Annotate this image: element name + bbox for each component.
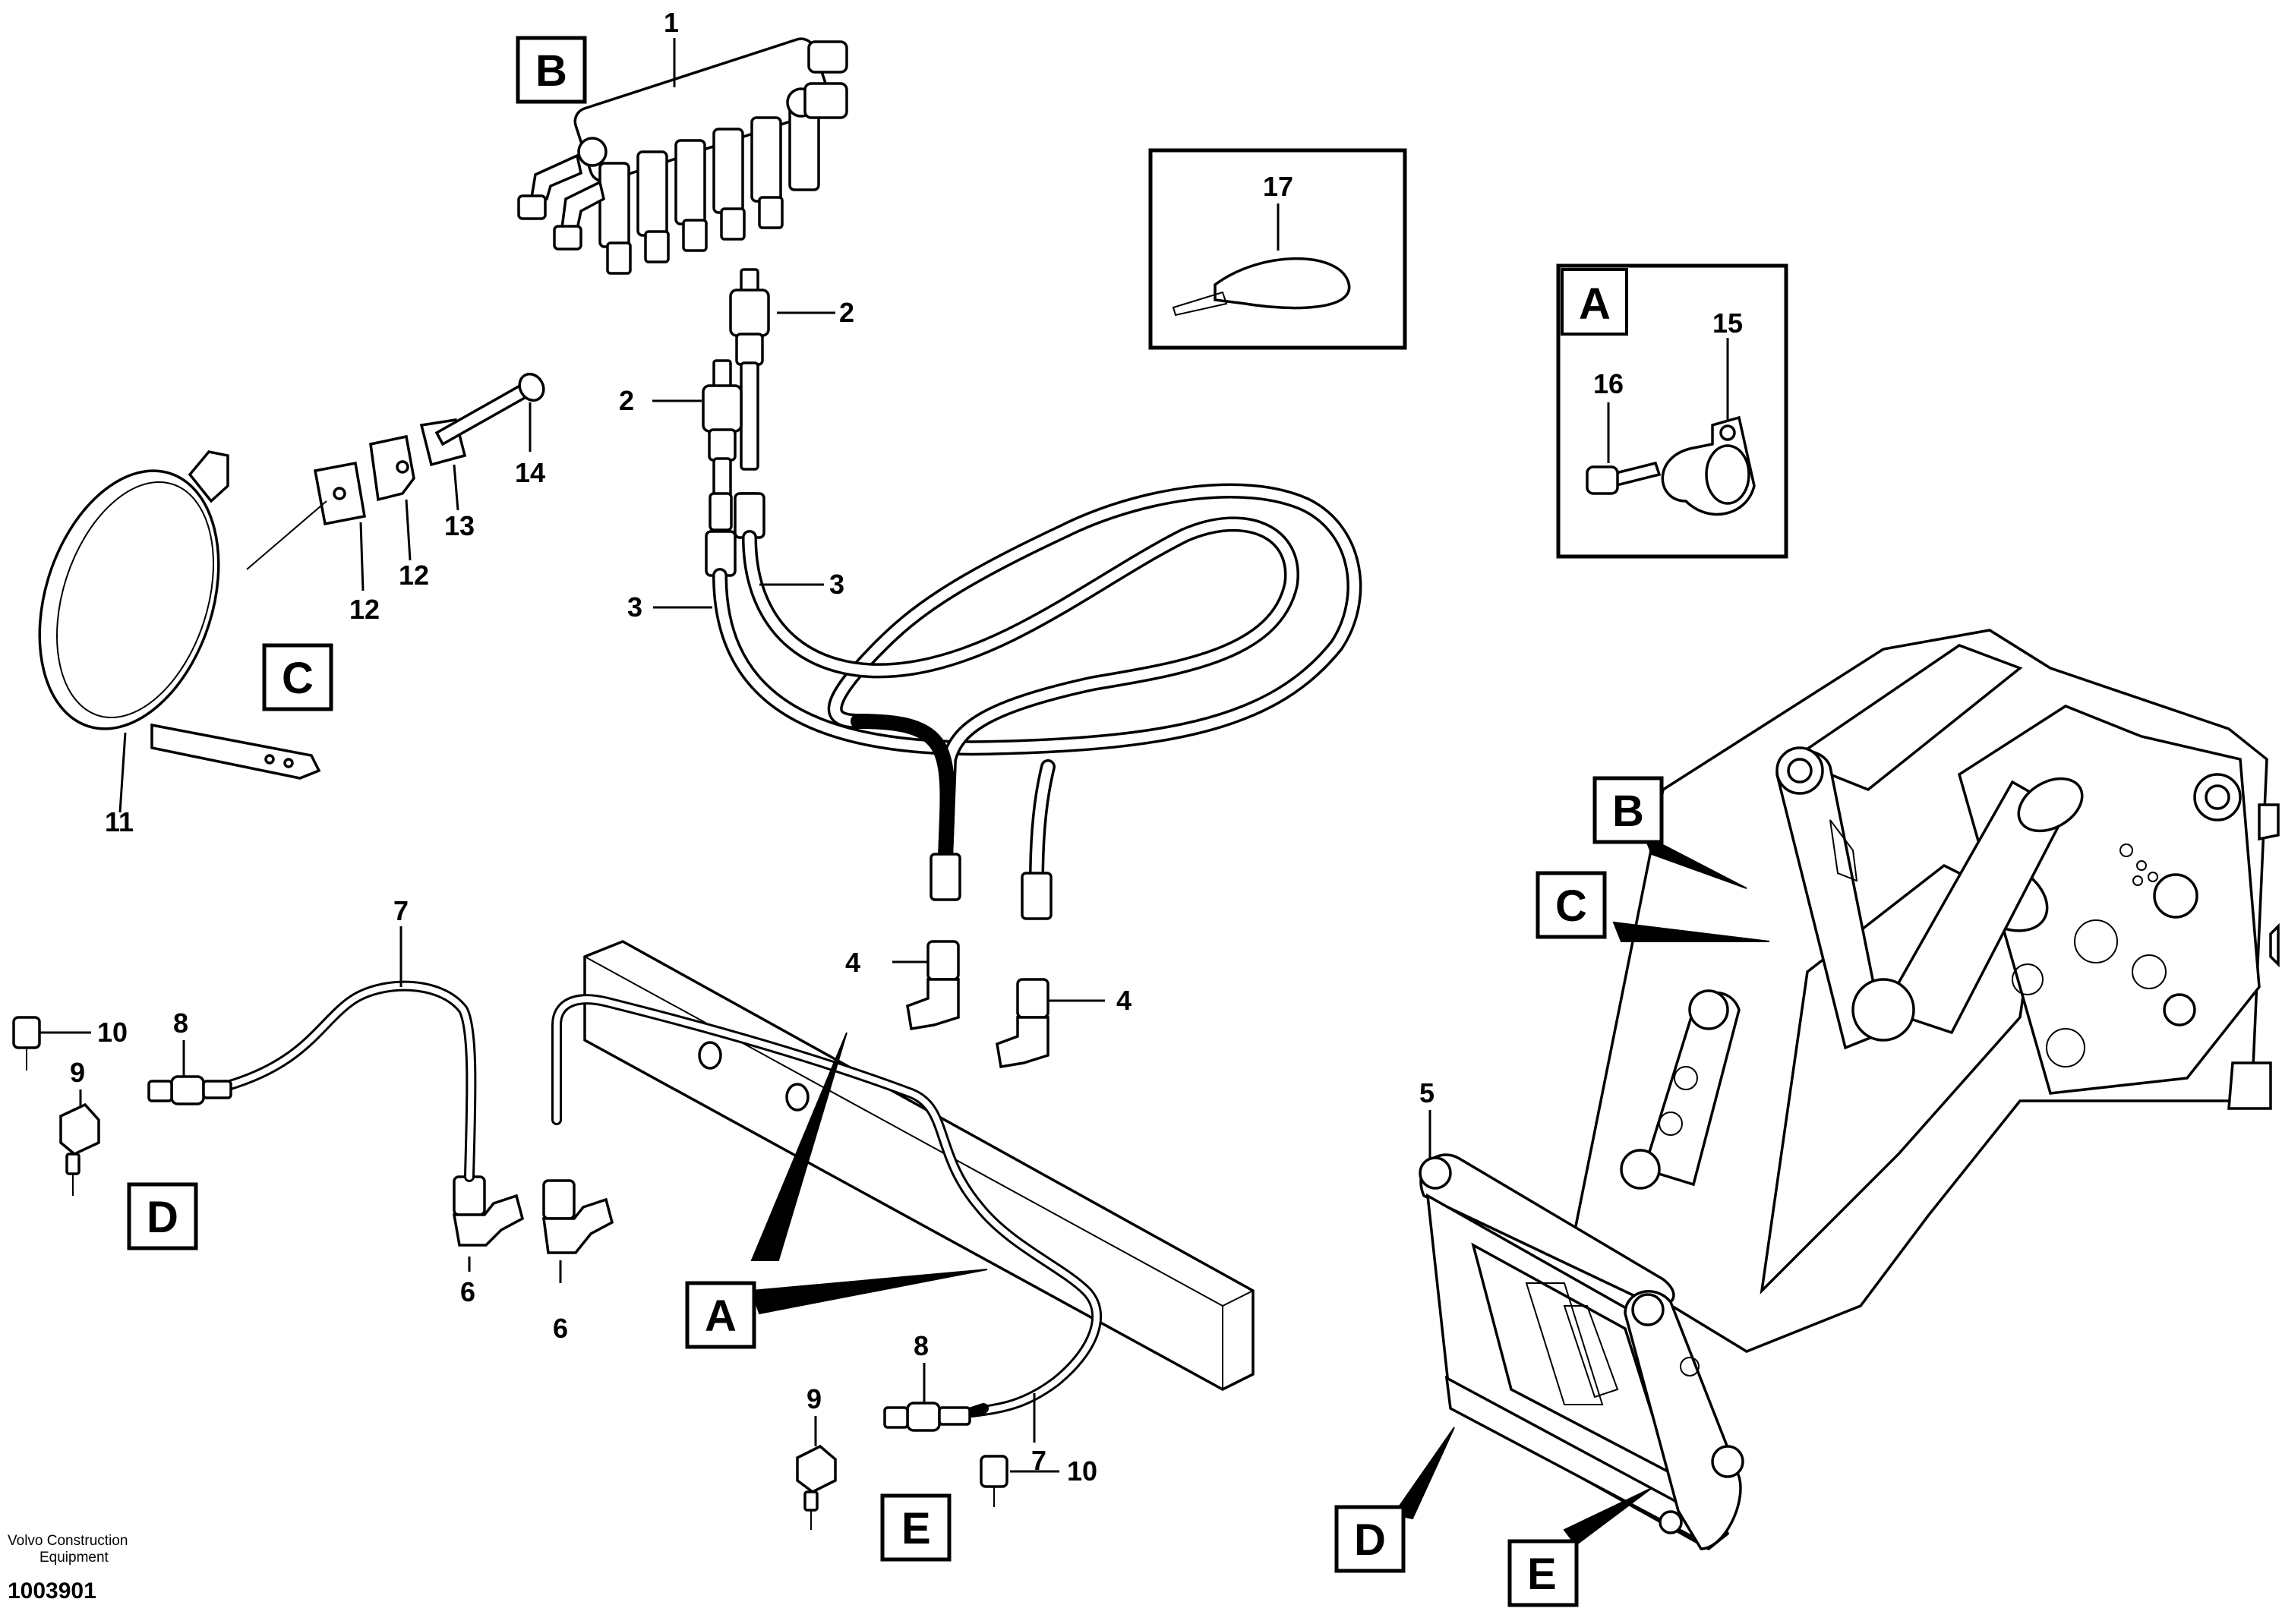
- leader-arrow-d: [1392, 1427, 1455, 1520]
- lubrication-hoses: [705, 483, 1362, 920]
- detail-box-a-inset: A: [1579, 279, 1611, 329]
- detail-box-e-loader: E: [1507, 1539, 1579, 1607]
- callout-3-left: 3: [627, 591, 642, 623]
- nipple-adapter-d: [147, 1075, 232, 1105]
- svg-text:E: E: [901, 1504, 931, 1553]
- callout-2-lower: 2: [619, 385, 634, 416]
- protective-cap-e: [980, 1455, 1008, 1507]
- detail-labels: B C A D E A B C D: [127, 36, 1664, 1607]
- callout-7-d: 7: [393, 895, 409, 926]
- detail-box-d-left: D: [127, 1182, 198, 1250]
- clip-nut: [369, 418, 467, 502]
- spacer-plate: [313, 461, 367, 526]
- grease-nipple-d: [59, 1102, 100, 1196]
- callout-6-left: 6: [460, 1276, 475, 1307]
- clamp-ring: [38, 450, 321, 780]
- distribution-block: [517, 37, 848, 275]
- callout-6-right: 6: [553, 1313, 568, 1344]
- quick-coupler: [1419, 1153, 1744, 1551]
- beam: [551, 940, 1255, 1417]
- company-name-line1: Volvo Construction: [8, 1533, 128, 1549]
- cable-tie-inset: [1148, 148, 1407, 350]
- detail-box-a-main: A: [685, 1281, 756, 1349]
- svg-text:C: C: [282, 654, 314, 703]
- callout-10-d: 10: [97, 1017, 128, 1048]
- drawing-number: 1003901: [8, 1578, 96, 1604]
- svg-text:D: D: [1354, 1515, 1386, 1565]
- svg-text:A: A: [705, 1291, 737, 1341]
- leader-arrow-a2: [750, 1269, 988, 1315]
- svg-text:D: D: [147, 1193, 178, 1242]
- elbow-fitting-right: [996, 978, 1049, 1069]
- leader-arrow-e: [1563, 1487, 1652, 1547]
- callout-4-right: 4: [1116, 985, 1132, 1016]
- callout-10-e: 10: [1067, 1455, 1097, 1487]
- company-name-line2: Equipment: [39, 1550, 109, 1566]
- leader-arrow-a1: [750, 1032, 847, 1261]
- callout-12-left: 12: [349, 594, 380, 625]
- callout-7-e: 7: [1031, 1445, 1046, 1476]
- callout-17: 17: [1263, 171, 1293, 202]
- detail-box-b-loader: B: [1592, 776, 1664, 844]
- detail-box-c-left: C: [262, 643, 333, 711]
- nipple-adapter-e: [883, 1402, 971, 1432]
- tube-elbow-right: [542, 1179, 614, 1254]
- detail-box-b-top: B: [516, 36, 587, 104]
- grease-tube-e: [967, 1403, 989, 1417]
- svg-text:A: A: [1579, 279, 1611, 329]
- svg-text:E: E: [1527, 1550, 1557, 1599]
- hose-fitting-lower: [702, 359, 743, 498]
- svg-text:B: B: [535, 46, 567, 96]
- callout-15: 15: [1712, 307, 1743, 339]
- hex-screw-c: [434, 372, 545, 446]
- grease-nipple-e: [796, 1444, 837, 1530]
- callout-1: 1: [664, 7, 679, 38]
- loader-frame: [1570, 629, 2280, 1353]
- callout-2-upper: 2: [839, 297, 854, 328]
- detail-box-d-loader: D: [1334, 1505, 1406, 1573]
- callout-5: 5: [1419, 1077, 1435, 1108]
- tube-elbow-left: [452, 1175, 525, 1247]
- clamp-inset: [1556, 263, 1788, 559]
- callout-13: 13: [444, 510, 475, 541]
- detail-box-e-bottom: E: [880, 1493, 952, 1562]
- detail-box-c-loader: C: [1536, 871, 1607, 939]
- callout-8-e: 8: [914, 1330, 929, 1361]
- grease-tube-d: [223, 980, 477, 1182]
- callout-16: 16: [1593, 368, 1624, 399]
- callout-8-d: 8: [173, 1008, 188, 1039]
- protective-cap-d: [12, 1016, 41, 1071]
- callout-14: 14: [515, 457, 545, 488]
- footer: Volvo Construction Equipment 1003901: [8, 1533, 128, 1604]
- leader-lines: [39, 38, 1770, 1547]
- callout-9-e: 9: [806, 1383, 822, 1414]
- callout-3-right: 3: [829, 569, 844, 600]
- leader-arrow-c: [1612, 921, 1770, 942]
- callout-numbers: 1 2 2 3 3 4 4 5 6 6 7 7 8 8 9 9 10 10 11…: [70, 7, 1743, 1487]
- svg-text:B: B: [1612, 787, 1644, 836]
- callout-9-d: 9: [70, 1057, 85, 1088]
- callout-4-left: 4: [845, 947, 860, 978]
- callout-11: 11: [105, 806, 134, 837]
- svg-text:C: C: [1555, 881, 1587, 931]
- leader-arrow-b: [1643, 833, 1747, 889]
- callout-12-right: 12: [399, 560, 429, 591]
- elbow-fitting-left: [906, 940, 960, 1031]
